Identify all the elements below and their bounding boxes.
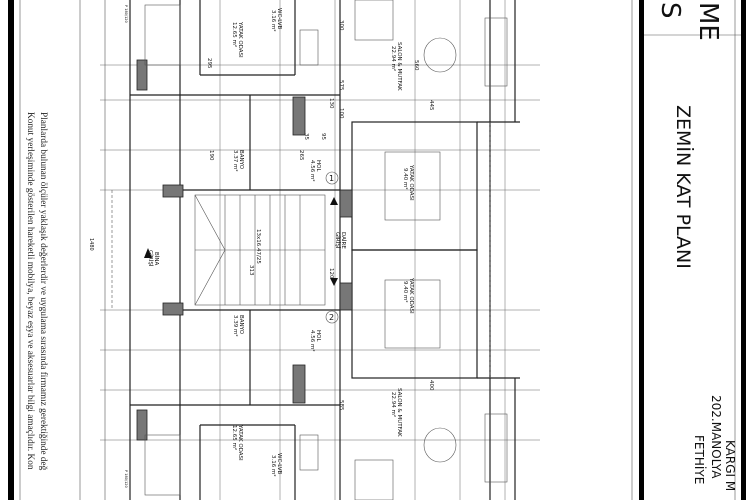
dimension-label: 300 [338,20,344,31]
dimension-label: 585 [338,400,344,411]
dimension-label: 120 [328,268,334,279]
room-area: 3.16 m² [270,455,277,477]
overall-dimension: 1480 [88,238,94,251]
room-name: BANYO [238,315,244,335]
dimension-label: 130 [328,98,334,109]
room-name: YATAK ODASI [408,164,414,201]
unit-number: 2 [329,313,334,322]
dimension-label: 445 [428,100,434,111]
window-label: P 180/120 [124,470,128,488]
room-area: 3.39 m² [232,315,239,337]
building-entrance-label: GİRİŞİ [147,250,154,267]
room-area: 22.94 m² [390,46,397,71]
project-line: 202.MANOLYA [709,395,723,479]
note-line: Planlarda bulunan ölçüler yaklaşık değer… [38,112,49,471]
room-name: HOL [315,160,321,172]
unit-marker [325,310,339,324]
room-name: WC-LVB [276,453,282,474]
window-label: P 180/120 [124,5,128,23]
dimension-label: 190 [208,150,214,161]
room-area: 12.65 m² [231,425,238,450]
room-name: SALON & MUTFAK [396,42,402,91]
title-block-border [639,0,644,500]
dimension-label: 575 [338,80,344,91]
room-area: 3.37 m² [232,150,239,172]
stair-label: 13x16.47/25 [255,229,261,264]
room-area: 4.56 m² [309,160,316,182]
title-fragment: ME [693,2,723,41]
room-name: SALON & MUTFAK [396,388,402,437]
dimension-label: 265 [298,150,304,161]
dimension-label: 35 [303,133,309,140]
unit-entrance-label: DAİRE [340,232,347,249]
staircase[interactable] [194,194,326,306]
walls [129,0,520,500]
room-area: 4.56 m² [309,330,316,352]
note-line: Konut yerleşiminde gösterilen hareketli … [25,112,35,470]
sheet-title: ZEMİN KAT PLANI [672,105,695,269]
columns [136,59,353,441]
dimension-label: 100 [338,108,344,119]
room-name: YATAK ODASI [237,424,243,461]
room-name: HOL [315,330,321,342]
dimension-label: 560 [413,60,419,71]
unit-marker [325,171,339,185]
dimension-label: 295 [206,58,212,69]
room-area: 12.65 m² [231,22,238,47]
entrance-arrow-icon [330,197,338,205]
room-name: YATAK ODASI [408,277,414,314]
room-name: BANYO [238,150,244,170]
furniture [144,0,508,500]
title-block-border [741,0,746,500]
project-line: FETHİYE [692,435,707,484]
building-entrance-label: BİNA [153,252,160,266]
room-name: YATAK ODASI [237,21,243,58]
room-area: 22.94 m² [390,392,397,417]
title-fragment: S [655,2,685,19]
entrance-arrow-icon [144,248,152,258]
unit-number: 1 [329,174,334,183]
project-line: KARGI M [723,440,737,491]
unit-entrance-label: GİRİŞİ [334,232,341,249]
dimension-label: 313 [248,265,254,276]
room-area: 9.40 m² [402,168,409,190]
room-name: 3.16 m² [270,10,277,32]
entrance-arrow-icon [330,278,338,286]
sheet-border-left [8,0,14,500]
room-name: WC-LVB [276,8,282,29]
dimension-label: 400 [428,380,434,391]
dimension-label: 95 [320,133,326,140]
room-area: 9.40 m² [402,281,409,303]
